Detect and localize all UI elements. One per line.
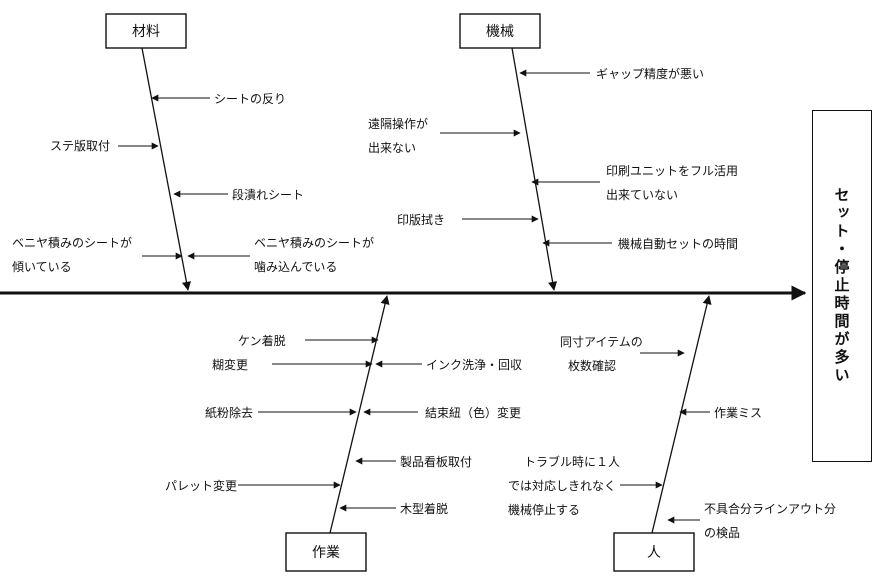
cause-defect-inspect-2: の検品 xyxy=(704,526,740,540)
cause-veneer-tilted-1: ベニヤ積みのシートが xyxy=(12,235,132,250)
cause-glue-change: 糊変更 xyxy=(212,357,248,372)
category-label-people: 人 xyxy=(647,545,661,561)
cause-veneer-jammed-1: ベニヤ積みのシートが xyxy=(254,235,374,250)
category-box-people xyxy=(613,532,695,572)
category-label-machine: 機械 xyxy=(486,24,514,40)
cause-plate-wipe: 印版拭き xyxy=(397,213,445,227)
cause-same-size-1: 同寸アイテムの xyxy=(560,335,643,349)
cause-sheet-warp: シートの反り xyxy=(214,92,286,106)
category-box-machine xyxy=(459,13,541,49)
cause-string-color: 結束紐（色）変更 xyxy=(425,405,521,420)
cause-veneer-tilted-2: 傾いている xyxy=(12,260,72,274)
cause-auto-set-time: 機械自動セットの時間 xyxy=(618,236,738,251)
cause-print-unit-2: 出来ていない xyxy=(606,188,678,202)
cause-ken-attach: ケン着脱 xyxy=(238,333,286,348)
bone-work xyxy=(329,295,390,534)
bone-machine xyxy=(511,47,558,291)
cause-trouble-1: トラブル時に１人 xyxy=(524,454,620,469)
cause-ink-wash: インク洗浄・回収 xyxy=(426,358,522,372)
bone-materials xyxy=(141,47,191,291)
cause-print-unit-1: 印刷ユニットをフル活用 xyxy=(606,164,738,178)
cause-stay-plate: ステ版取付 xyxy=(50,139,110,153)
cause-veneer-jammed-2: 噛み込んでいる xyxy=(254,260,337,274)
cause-die-attach: 木型着脱 xyxy=(400,501,448,516)
cause-product-sign: 製品看板取付 xyxy=(400,455,472,469)
cause-remote-op-1: 遠隔操作が xyxy=(368,116,428,131)
category-label-materials: 材料 xyxy=(132,24,160,40)
cause-remote-op-2: 出来ない xyxy=(368,141,416,155)
category-box-materials xyxy=(105,13,187,49)
cause-crushed-sheet: 段潰れシート xyxy=(232,187,304,202)
cause-paper-dust: 紙粉除去 xyxy=(205,405,253,420)
effect-label: セット・停止時間が多い xyxy=(832,187,851,385)
cause-defect-inspect-1: 不具合分ラインアウト分 xyxy=(704,501,836,516)
cause-gap-precision: ギャップ精度が悪い xyxy=(596,66,704,81)
cause-work-mistake: 作業ミス xyxy=(714,406,762,420)
category-label-work: 作業 xyxy=(312,545,340,561)
cause-pallet-change: パレット変更 xyxy=(165,478,237,493)
bone-people xyxy=(651,295,712,534)
category-box-work xyxy=(285,532,367,572)
cause-trouble-3: 機械停止する xyxy=(508,502,580,517)
cause-trouble-2: では対応しきれなく xyxy=(508,479,616,493)
cause-same-size-2: 枚数確認 xyxy=(568,358,616,373)
effect-box: セット・停止時間が多い xyxy=(812,110,872,462)
